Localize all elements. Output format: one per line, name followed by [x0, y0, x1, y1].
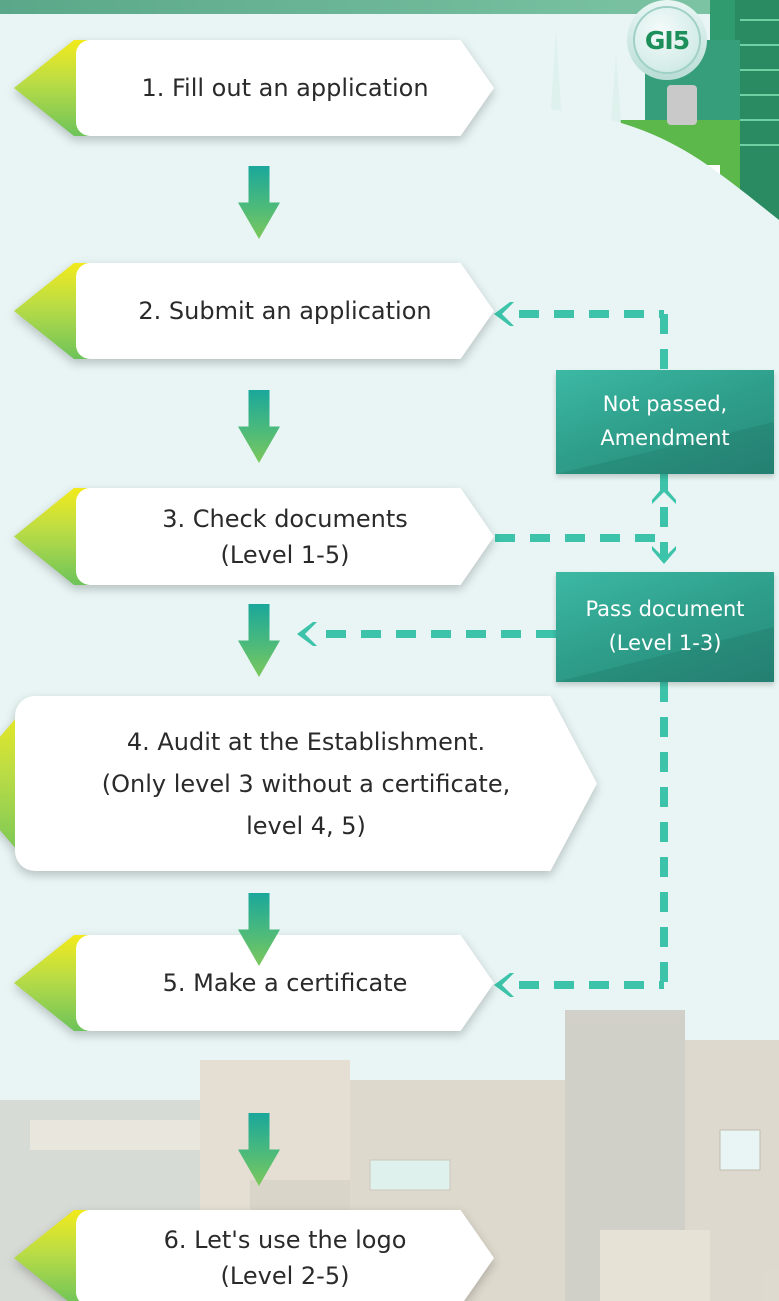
- status-pass-document: Pass document (Level 1-3): [556, 572, 774, 682]
- step-sublabel: (Level 1-5): [220, 540, 350, 569]
- status-label: (Level 1-3): [608, 631, 722, 655]
- connector-arrowhead-icon: [652, 546, 676, 564]
- step-1-fill-out-application: 1. Fill out an application: [14, 40, 494, 136]
- step-sublabel: (Only level 3 without a certificate,: [101, 769, 511, 798]
- step-sublabel: level 4, 5): [246, 811, 366, 840]
- step-6-use-logo: 6. Let's use the logo (Level 2-5): [14, 1210, 494, 1301]
- step-4-audit-establishment: 4. Audit at the Establishment. (Only lev…: [0, 696, 597, 871]
- step-label: 3. Check documents: [162, 504, 408, 533]
- connector-arrowhead-icon: [297, 622, 317, 646]
- status-label: Amendment: [600, 426, 730, 450]
- step-label: 6. Let's use the logo: [163, 1226, 407, 1254]
- status-not-passed-amendment: Not passed, Amendment: [556, 370, 774, 474]
- connector-arrowhead-icon: [494, 973, 514, 997]
- step-2-submit-application: 2. Submit an application: [14, 263, 494, 359]
- step-label: 4. Audit at the Establishment.: [126, 727, 486, 756]
- step-label: 1. Fill out an application: [141, 74, 429, 102]
- status-label: Pass document: [585, 597, 745, 622]
- step-5-make-certificate: 5. Make a certificate: [14, 935, 494, 1031]
- connector-arrowhead-icon: [494, 302, 514, 326]
- step-3-check-documents: 3. Check documents (Level 1-5): [14, 488, 494, 585]
- step-label: 5. Make a certificate: [162, 969, 408, 997]
- step-sublabel: (Level 2-5): [220, 1262, 350, 1290]
- connector-arrowhead-icon: [652, 486, 676, 504]
- status-label: Not passed,: [602, 392, 728, 417]
- gi5-logo: GI5: [635, 8, 699, 72]
- step-label: 2. Submit an application: [138, 297, 432, 325]
